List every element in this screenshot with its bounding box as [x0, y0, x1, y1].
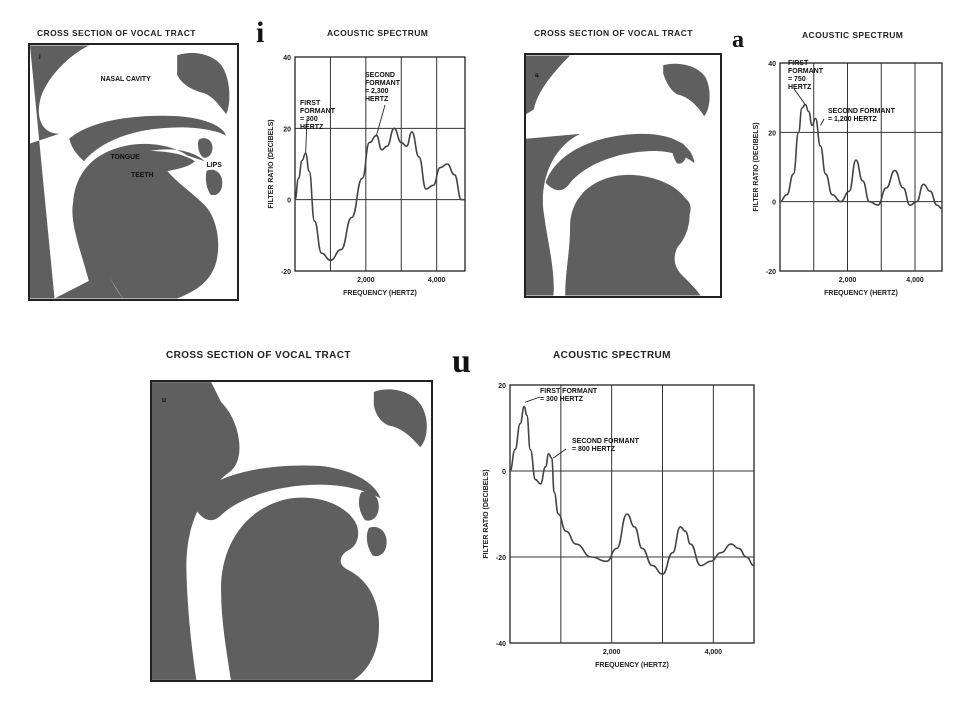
x-tick-label: 4,000 — [428, 277, 446, 284]
formant-annotation: SECOND FORMANT= 1,200 HERTZ — [828, 108, 896, 123]
tract-title-i: CROSS SECTION OF VOCAL TRACT — [37, 28, 196, 38]
formant-annotation-line: HERTZ — [300, 124, 324, 131]
tract-title-u: CROSS SECTION OF VOCAL TRACT — [166, 350, 351, 361]
y-tick-label: -20 — [496, 555, 506, 562]
y-tick-label: -40 — [496, 641, 506, 648]
vowel-label-i: i — [256, 16, 265, 49]
x-tick-label: 2,000 — [357, 277, 375, 284]
x-tick-label: 4,000 — [906, 277, 924, 284]
formant-pointer — [552, 448, 567, 459]
formant-annotation-line: FORMANT — [300, 108, 336, 115]
formant-annotation-line: = 800 HERTZ — [572, 446, 616, 453]
vocal-tract-diagram-i: i NASAL CAVITY TONGUE TEETH LIPS — [30, 45, 230, 299]
y-tick-label: 0 — [772, 200, 776, 207]
y-axis-label: FILTER RATIO (DECIBELS) — [483, 469, 490, 558]
spectrum-curve — [509, 405, 755, 576]
label-nasal-cavity: NASAL CAVITY — [101, 76, 151, 83]
spectrum-title-u: ACOUSTIC SPECTRUM — [553, 350, 671, 361]
formant-annotation: FIRST FORMANT= 300 HERTZ — [540, 388, 598, 403]
formant-annotation-line: = 300 HERTZ — [540, 396, 584, 403]
formant-annotation: SECOND FORMANT= 800 HERTZ — [572, 438, 640, 453]
formant-annotation-line: SECOND FORMANT — [828, 108, 896, 115]
x-tick-label: 2,000 — [839, 277, 857, 284]
y-axis-label: FILTER RATIO (DECIBELS) — [753, 122, 760, 211]
plot-frame — [779, 62, 943, 272]
formant-annotation-line: FIRST — [300, 100, 321, 107]
spectrum-title-i: ACOUSTIC SPECTRUM — [327, 28, 429, 38]
spectrum-curve — [779, 103, 943, 210]
label-tongue: TONGUE — [110, 154, 140, 161]
y-axis-label: FILTER RATIO (DECIBELS) — [268, 119, 275, 208]
formant-pointer — [376, 104, 386, 136]
vocal-tract-diagram-a: a — [526, 55, 710, 296]
formant-pointer — [793, 88, 806, 105]
label-lips: LIPS — [207, 162, 223, 169]
formant-annotation-line: SECOND — [365, 72, 395, 79]
x-tick-label: 2,000 — [603, 649, 621, 656]
vocal-tract-panel-u: u — [150, 380, 433, 682]
formant-annotation-line: FIRST — [788, 60, 809, 67]
y-tick-label: 20 — [283, 126, 291, 133]
y-tick-label: 0 — [287, 198, 291, 205]
x-axis-label: FREQUENCY (HERTZ) — [595, 662, 669, 669]
tract-marker-u: u — [162, 397, 166, 404]
y-tick-label: -20 — [281, 269, 291, 276]
formant-annotation-line: HERTZ — [365, 96, 389, 103]
formant-annotation-line: FORMANT — [365, 80, 401, 87]
label-teeth: TEETH — [131, 172, 154, 179]
formant-annotation-line: = 300 — [300, 116, 318, 123]
plot-frame — [294, 56, 466, 272]
x-tick-label: 4,000 — [705, 649, 723, 656]
formant-pointer — [820, 118, 825, 126]
y-tick-label: 0 — [502, 469, 506, 476]
tract-marker-a: a — [535, 72, 539, 79]
vocal-tract-panel-a: a — [524, 53, 722, 298]
y-tick-label: 40 — [283, 55, 291, 62]
formant-annotation-line: = 1,200 HERTZ — [828, 116, 878, 123]
vocal-tract-diagram-u: u — [152, 382, 427, 680]
plot-frame — [509, 384, 755, 644]
formant-pointer — [525, 396, 541, 403]
spectrum-title-a: ACOUSTIC SPECTRUM — [802, 30, 904, 40]
formant-annotation-line: FIRST FORMANT — [540, 388, 598, 395]
tract-marker-i: i — [39, 54, 41, 61]
formant-pointer — [305, 118, 308, 154]
formant-annotation-line: = 750 — [788, 76, 806, 83]
y-tick-label: -20 — [766, 269, 776, 276]
y-tick-label: 20 — [498, 383, 506, 390]
tract-title-a: CROSS SECTION OF VOCAL TRACT — [534, 28, 693, 38]
vowel-label-a: a — [732, 27, 744, 53]
formant-annotation-line: SECOND FORMANT — [572, 438, 640, 445]
formant-annotation-line: = 2,300 — [365, 88, 389, 95]
formant-annotation-line: HERTZ — [788, 84, 812, 91]
spectrum-curve — [294, 127, 465, 262]
y-tick-label: 40 — [768, 61, 776, 68]
vowel-label-u: u — [452, 343, 471, 380]
vocal-tract-panel-i: i NASAL CAVITY TONGUE TEETH LIPS — [28, 43, 239, 301]
x-axis-label: FREQUENCY (HERTZ) — [343, 290, 417, 297]
x-axis-label: FREQUENCY (HERTZ) — [824, 290, 898, 297]
formant-annotation-line: FORMANT — [788, 68, 824, 75]
y-tick-label: 20 — [768, 130, 776, 137]
